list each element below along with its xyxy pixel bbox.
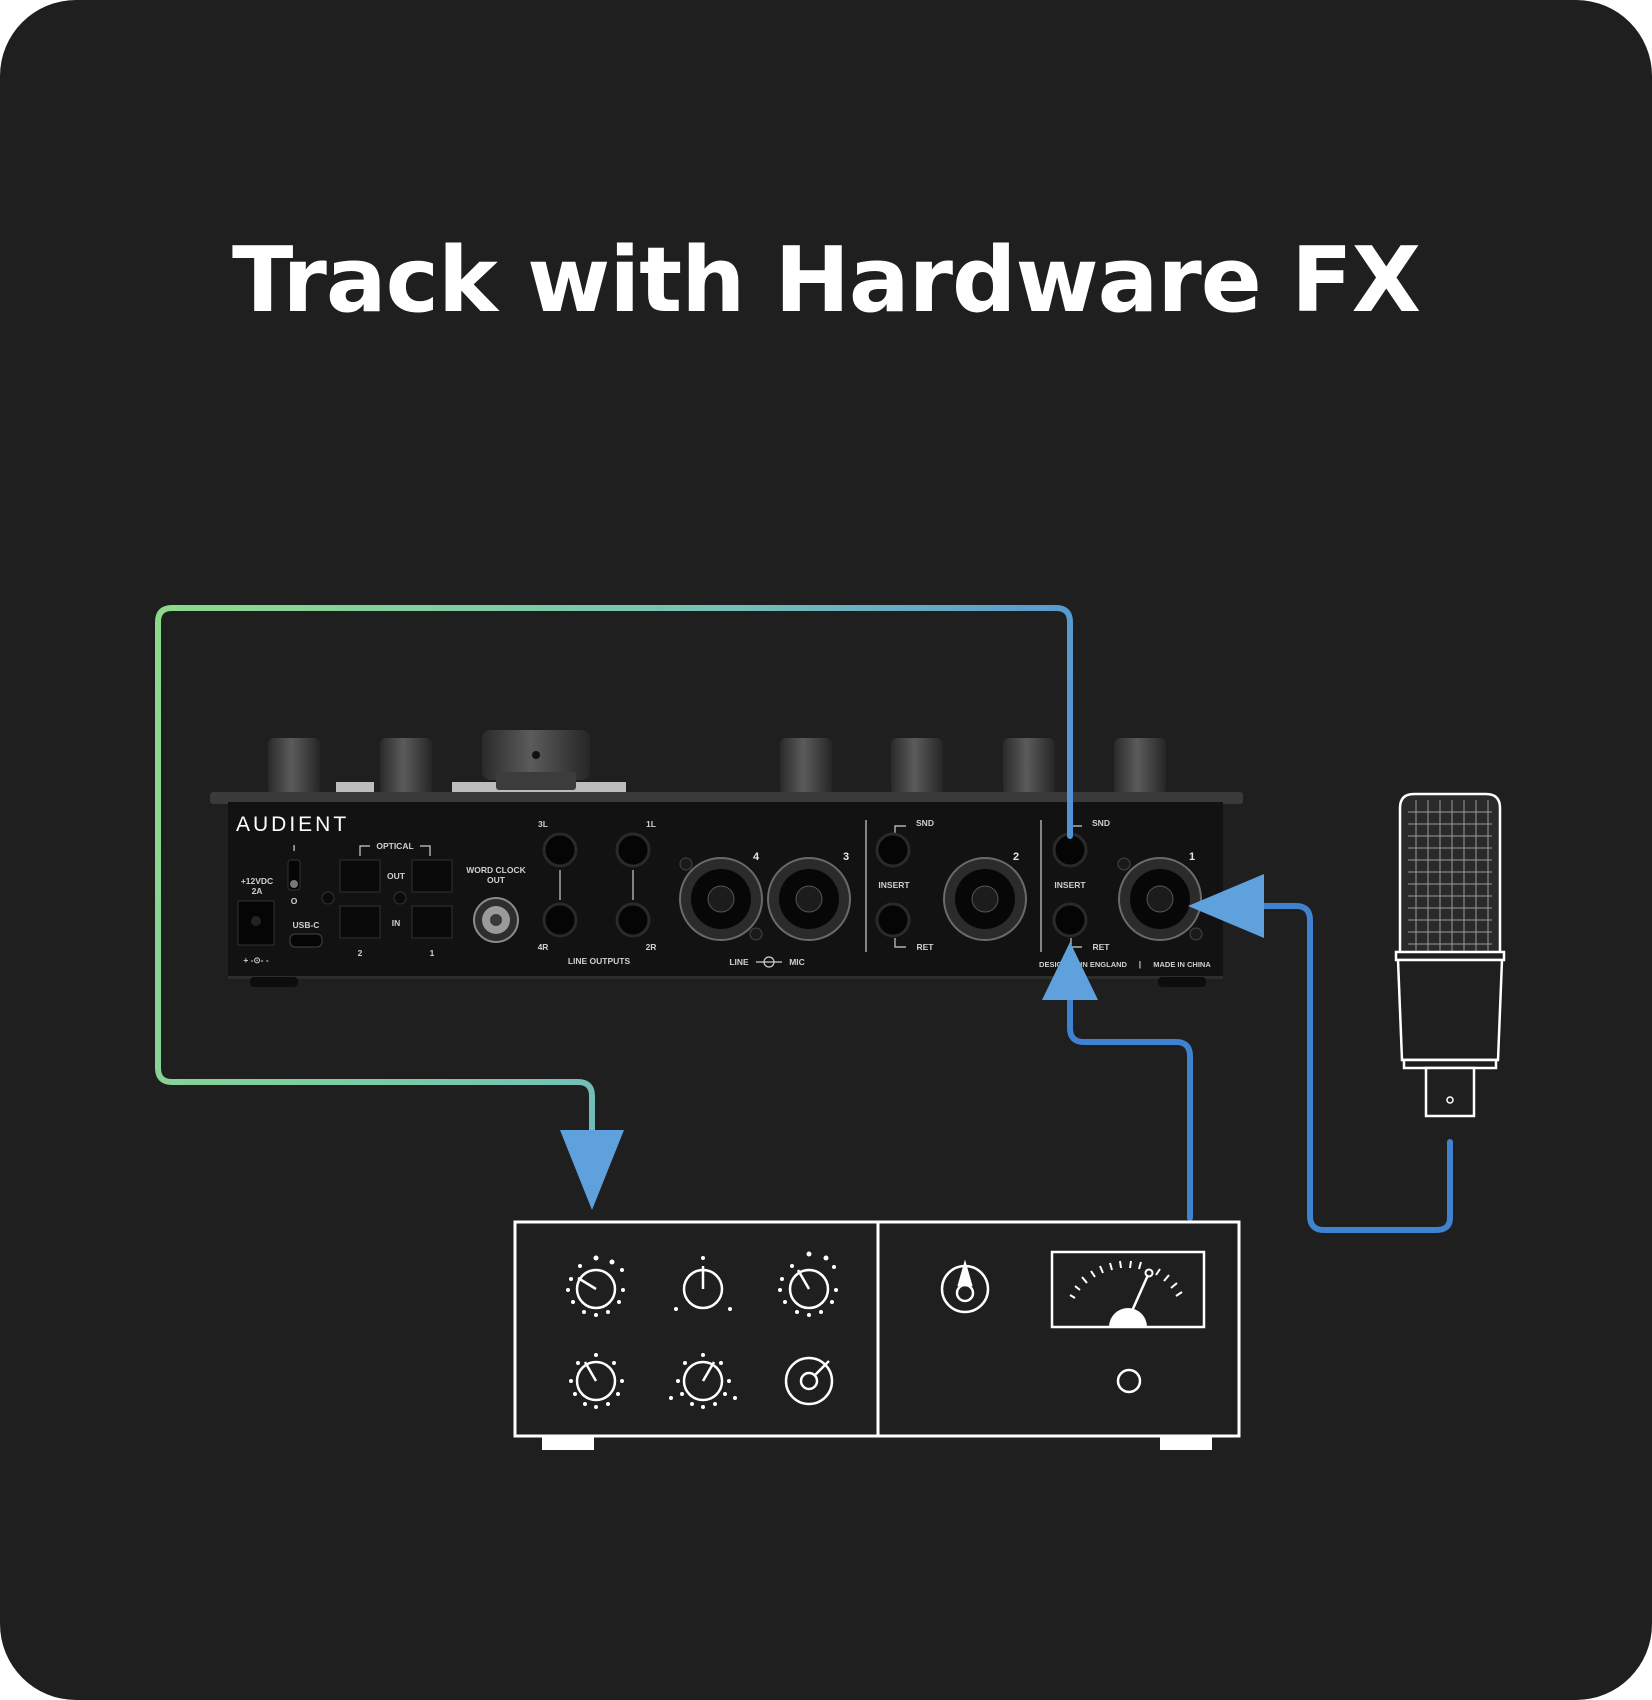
insert-a-send-jack[interactable] [875,832,911,868]
combo-input-3[interactable] [767,857,851,941]
channel-2-label: 2 [1013,851,1019,863]
fx-knob-3[interactable] [788,1268,830,1310]
insert-return-cable [1067,987,1193,1221]
switch-off-label: O [291,896,298,906]
jack-1l[interactable] [615,832,651,868]
line-outputs: 3L 1L 4R 2R LINE OUTPUTS [538,819,657,966]
line-outputs-label: LINE OUTPUTS [568,956,631,966]
fx-knob-4[interactable] [575,1360,617,1402]
arrow-up-icon [1042,942,1098,1000]
condenser-microphone-icon [1394,792,1506,1118]
mic-grille [1408,800,1492,952]
vu-meter-icon [1050,1250,1206,1329]
optical-out-label: OUT [387,871,406,881]
optical-in-2[interactable] [339,905,381,939]
line-label: LINE [729,957,749,967]
optical-label: OPTICAL [376,841,413,851]
optical-out-2[interactable] [339,859,381,893]
power-polarity-label: + -⊙- - [243,955,268,965]
insert-a-snd-label: SND [916,818,934,828]
usb-c-port[interactable] [289,933,323,948]
insert-b-snd-label: SND [1092,818,1110,828]
insert-b-ret-label: RET [1093,942,1111,952]
optical-in-label: IN [392,918,401,928]
top-knobs [268,730,1166,796]
optical-in-1[interactable] [411,905,453,939]
fx-knob-2[interactable] [682,1266,724,1310]
jack-4r[interactable] [542,902,578,938]
channel-3-label: 3 [843,851,849,863]
insert-b-return-jack[interactable] [1052,902,1088,938]
designed-in-label: DESIGNED IN ENGLAND [1039,960,1128,969]
insert-b-label: INSERT [1054,880,1086,890]
usb-label: USB-C [293,920,320,930]
mic-label: MIC [789,957,805,967]
fx-knob-1[interactable] [575,1268,617,1310]
optical-port-2-label: 2 [358,948,363,958]
page-title: Track with Hardware FX [232,228,1421,333]
hardware-fx-unit-icon [513,1220,1241,1450]
out-3l-label: 3L [538,819,548,829]
audio-interface: AUDIENT +12VDC 2A + -⊙- - I O USB-C OPTI… [210,730,1243,987]
combo-input-2[interactable] [943,857,1027,941]
fx-indicator-led [1116,1368,1142,1394]
fx-pointer-knob[interactable] [940,1259,990,1314]
power-amps-label: 2A [252,886,263,896]
jack-3l[interactable] [542,832,578,868]
optical-out-1[interactable] [411,859,453,893]
combo-input-1[interactable] [1117,857,1203,941]
power-rating-label: +12VDC [241,876,273,886]
optical-port-1-label: 1 [430,948,435,958]
word-clock-label: WORD CLOCK [466,865,526,875]
knob-scale-dots [566,1251,838,1409]
switch-on-label: I [293,843,295,853]
out-1l-label: 1L [646,819,656,829]
jack-2r[interactable] [615,902,651,938]
fx-knob-5[interactable] [682,1360,724,1402]
channel-1-label: 1 [1189,851,1195,863]
insert-a-ret-label: RET [917,942,935,952]
channel-4-label: 4 [753,851,760,863]
arrow-down-icon [560,1130,624,1210]
made-in-label: MADE IN CHINA [1153,960,1211,969]
arrow-left-icon [1188,874,1264,938]
fx-knob-6[interactable] [784,1356,834,1406]
insert-send-cable [155,605,1073,1143]
out-4r-label: 4R [538,942,549,952]
brand-logo: AUDIENT [236,813,349,836]
out-2r-label: 2R [646,942,657,952]
combo-input-4[interactable] [679,857,763,941]
insert-a-label: INSERT [878,880,910,890]
microphone-cable [1231,903,1453,1233]
footer-separator: | [1139,959,1141,969]
word-clock-out-label: OUT [487,875,506,885]
insert-a-return-jack[interactable] [875,902,911,938]
